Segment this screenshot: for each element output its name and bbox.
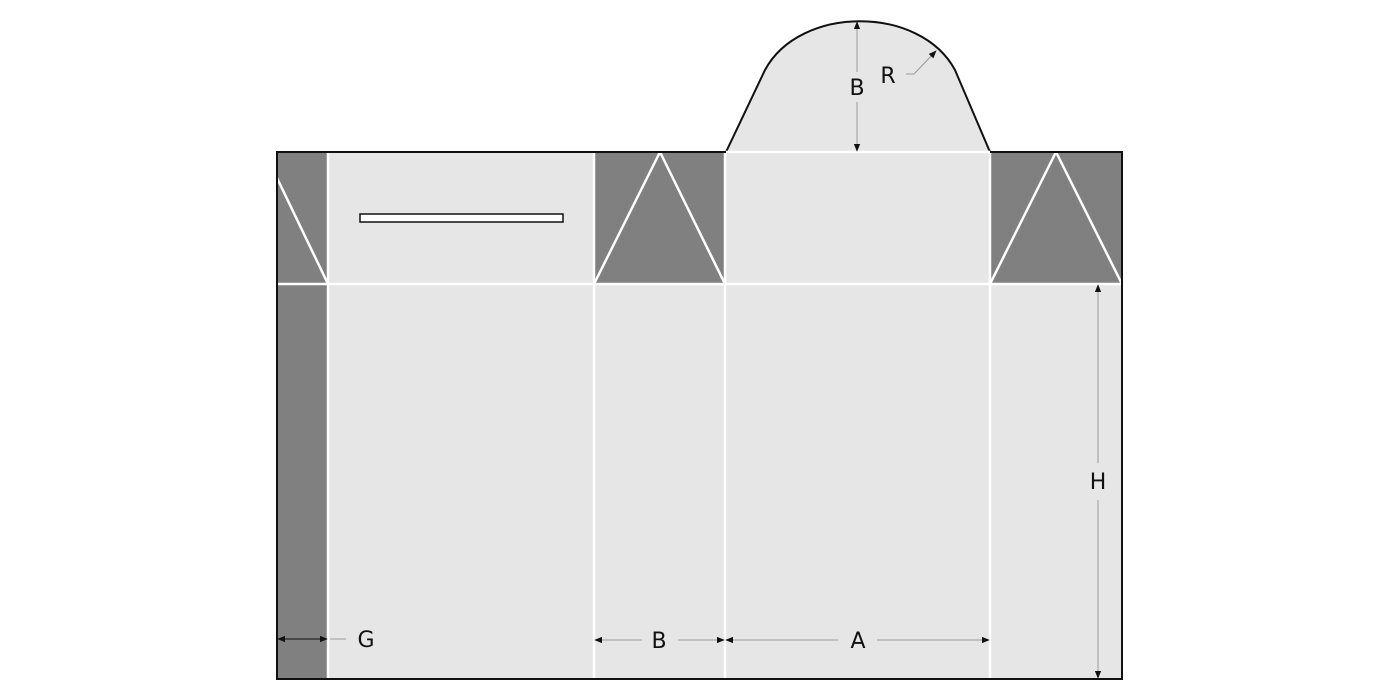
label-side-width: B	[651, 629, 666, 654]
dimension-handle-radius: R	[880, 50, 937, 89]
label-height: H	[1090, 470, 1107, 495]
top-flap-left-side	[594, 152, 725, 284]
side-panel-left	[594, 284, 725, 679]
side-panel-right	[990, 284, 1122, 679]
label-glue-flap-width: G	[357, 628, 374, 653]
top-flap-right-side	[990, 152, 1122, 284]
cut-outline	[276, 151, 1123, 680]
dimension-height: H	[1090, 284, 1107, 679]
dimension-front-width: A	[725, 629, 990, 654]
handle-tab	[724, 20, 992, 153]
label-handle-height: B	[849, 76, 864, 101]
back-panel	[328, 152, 594, 679]
label-front-width: A	[850, 629, 865, 654]
dimension-handle-height: B	[849, 21, 865, 152]
handle-slot	[359, 213, 564, 223]
front-panel	[725, 152, 990, 679]
dimension-glue-flap: G	[277, 628, 375, 653]
glue-flap	[277, 152, 328, 679]
dimension-side-width: B	[594, 629, 725, 654]
fold-lines	[275, 149, 1124, 679]
label-handle-radius: R	[880, 64, 895, 89]
